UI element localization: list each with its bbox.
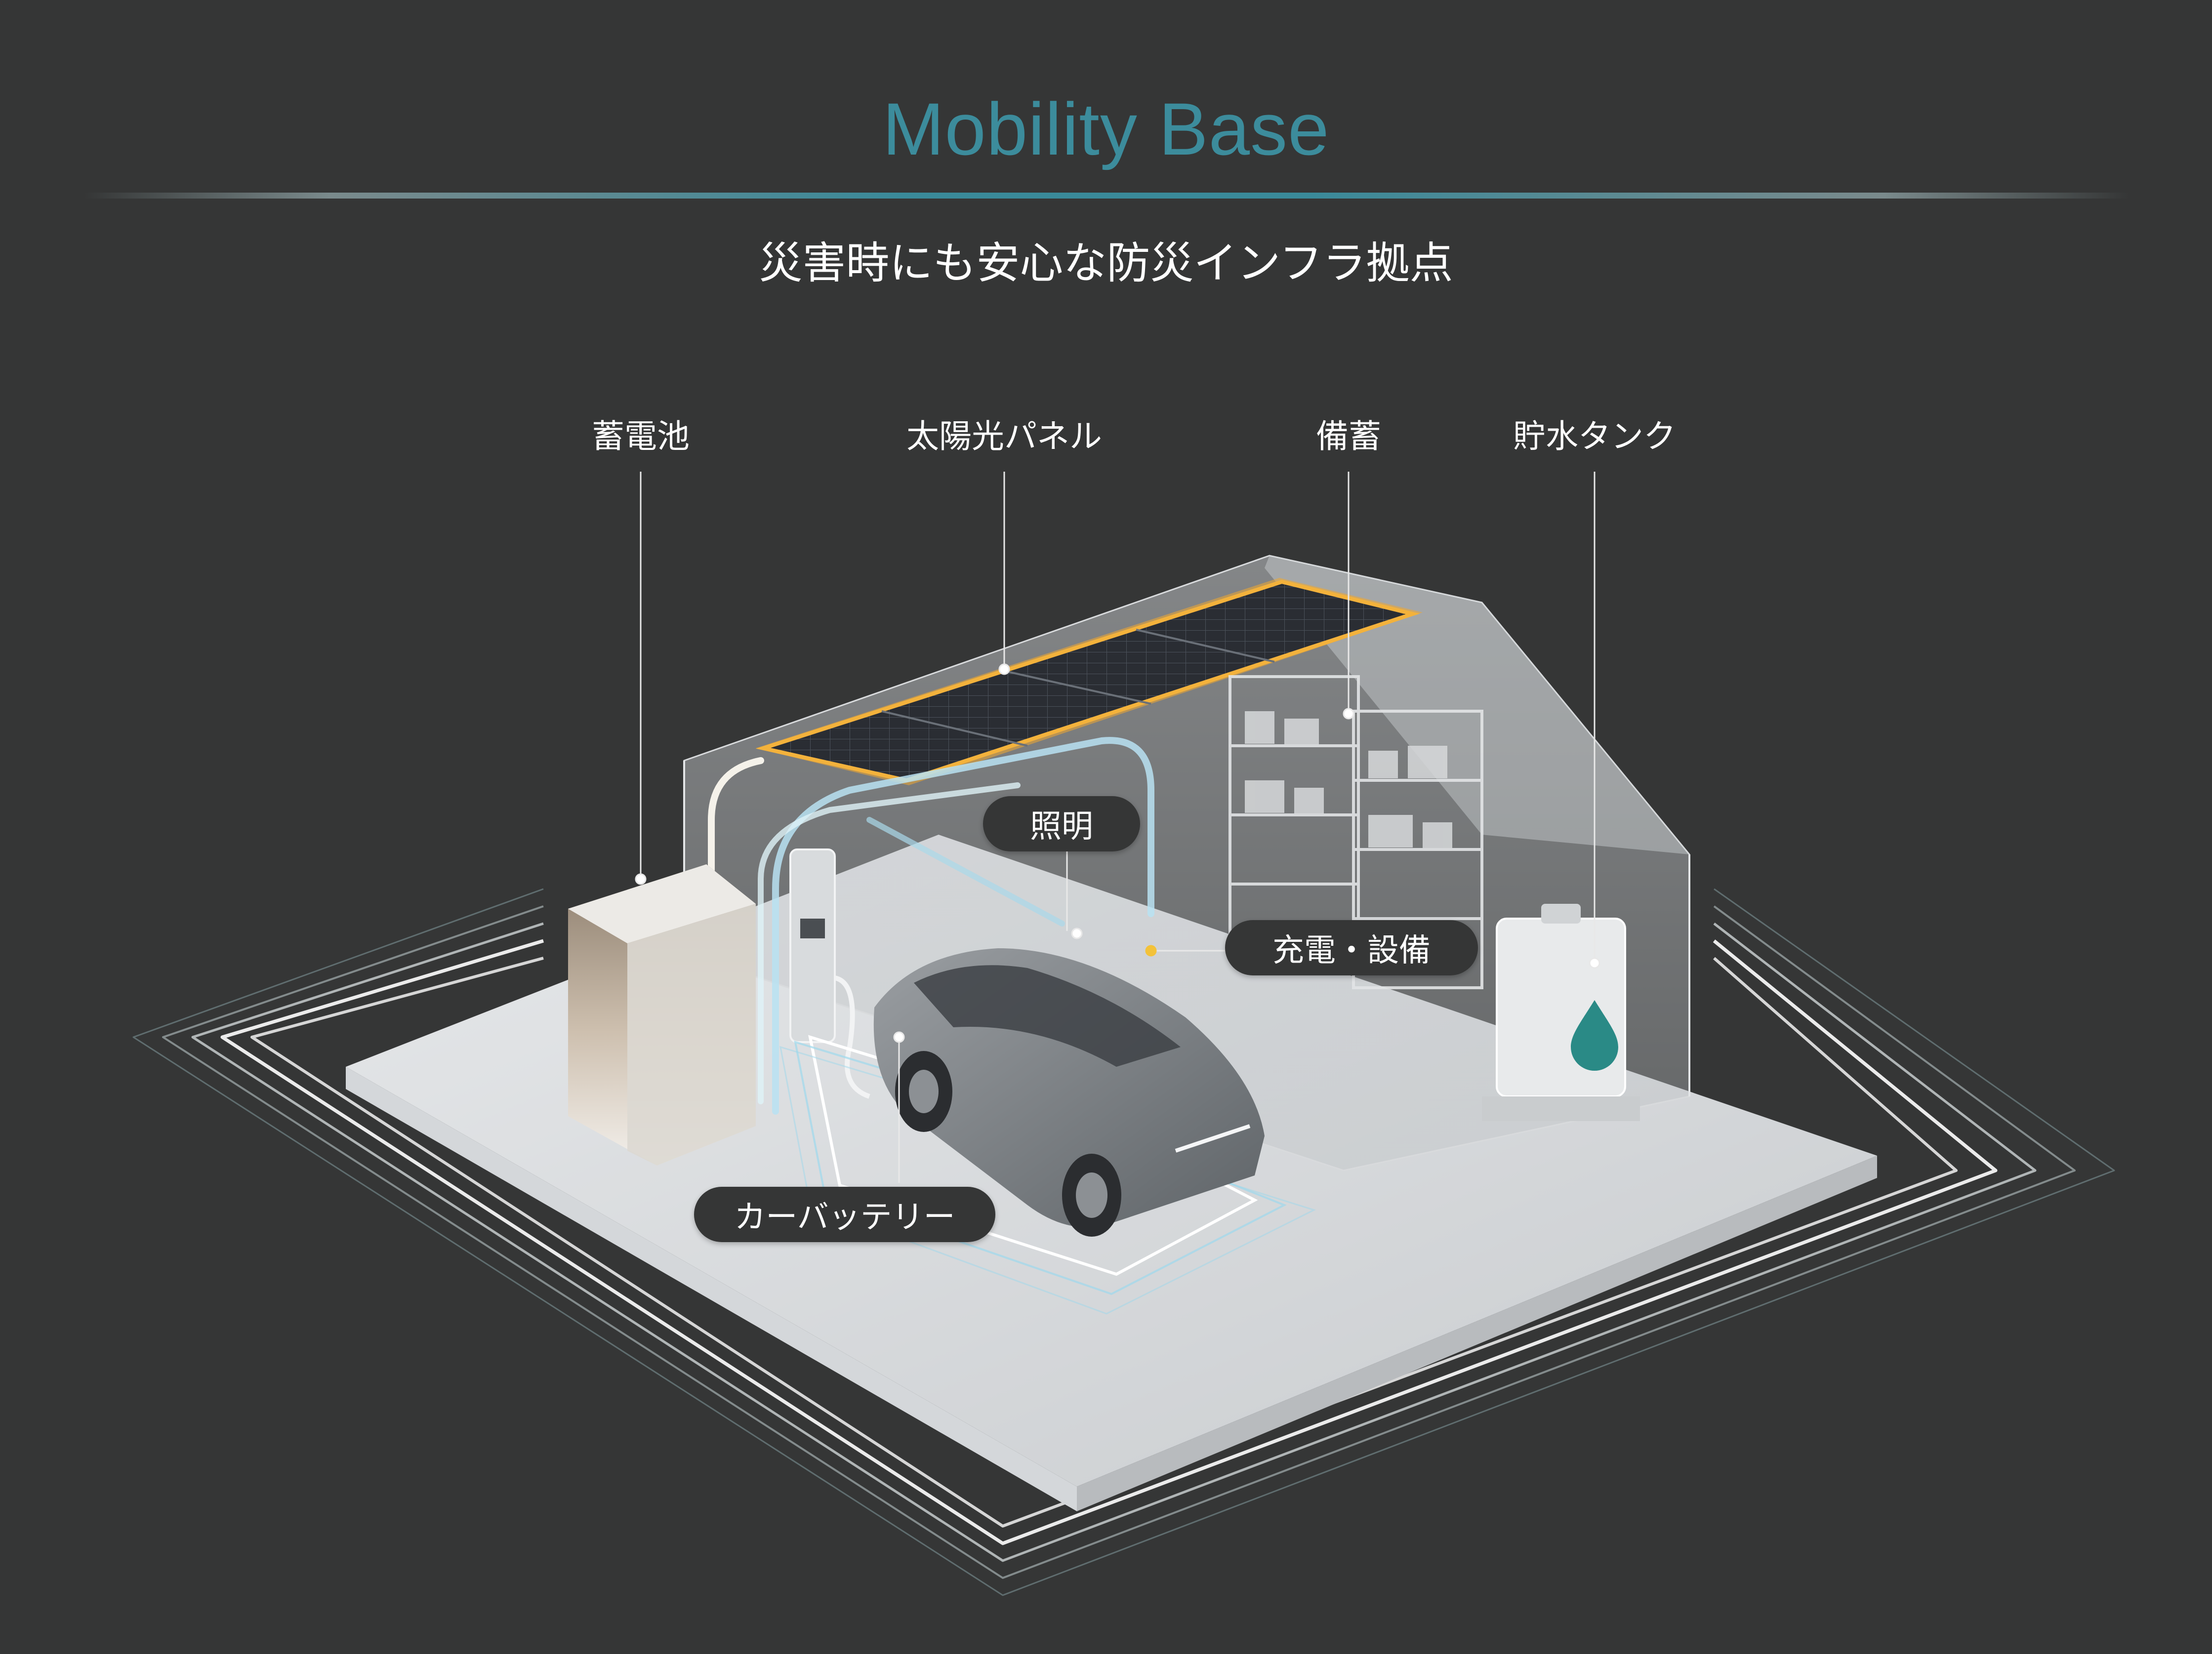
- solar-panel: [755, 578, 1423, 785]
- water-tank: [1482, 904, 1640, 1121]
- label-car-battery: カーバッテリー: [694, 1187, 995, 1242]
- label-lighting: 照明: [983, 796, 1140, 851]
- water-drop-icon: [1571, 1000, 1618, 1071]
- stockpile-items: [1245, 711, 1452, 848]
- page-subtitle: 災害時にも安心な防災インフラ拠点: [759, 238, 1453, 288]
- page-title: Mobility Base: [882, 87, 1330, 170]
- ev-charger: [789, 848, 870, 1099]
- storage-shelves: [1229, 675, 1483, 989]
- battery-unit: [568, 864, 756, 1166]
- label-solar-panel: 太陽光パネル: [906, 417, 1102, 455]
- label-water-tank: 貯水タンク: [1513, 417, 1676, 455]
- leader-lines: [635, 472, 1600, 1183]
- label-charging: 充電・設備: [1225, 920, 1478, 975]
- electric-car: [873, 948, 1265, 1237]
- label-battery: 蓄電池: [592, 417, 690, 455]
- base-outline-rings: [132, 888, 2115, 1596]
- power-cables: [708, 737, 1154, 1115]
- label-storage: 備蓄: [1316, 417, 1381, 455]
- title-divider: [84, 193, 2129, 199]
